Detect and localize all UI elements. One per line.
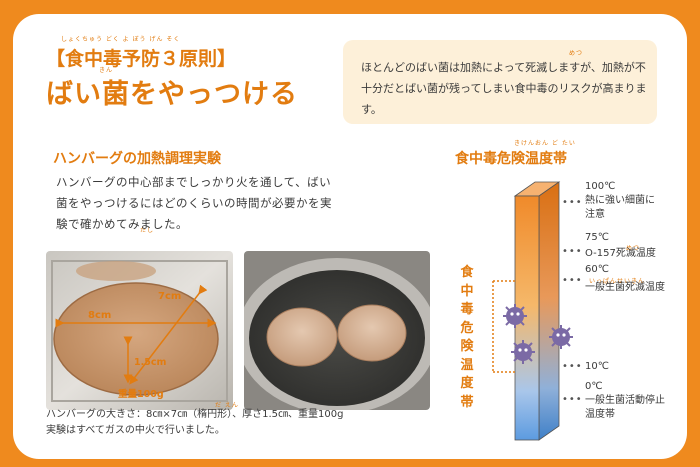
temp-10: 10℃ (585, 361, 609, 372)
caption-line-1: ハンバーグの大きさ：8㎝×7㎝（楕円形）、厚さ1.5㎝、重量100g (46, 409, 344, 420)
title-ruby: しょくちゅう どく よ ぼう げん そく (61, 36, 181, 43)
experiment-body: ハンバーグの中心部までしっかり火を通して、ばい菌をやっつけるにはどのくらいの時間… (56, 175, 332, 231)
temp-0: 0℃ (585, 381, 603, 392)
label-width: 8cm (88, 310, 111, 321)
temp-60-desc: 一般生菌死滅温度 (585, 282, 665, 293)
temp-75-desc: O-157死滅温度 (585, 248, 656, 259)
temp-100-desc-2: 注意 (585, 209, 605, 220)
page-subtitle: 【食中毒予防３原則】 (46, 48, 237, 70)
temp-100: 100℃ (585, 181, 616, 192)
dots-10: ••• (562, 361, 583, 372)
germ-icon (549, 325, 573, 349)
thermometer-bar (492, 181, 573, 441)
label-depth: 7cm (158, 291, 181, 302)
pan-illustration (244, 251, 430, 410)
label-thickness: 1.5cm (134, 357, 166, 368)
content-panel: しょくちゅう どく よ ぼう げん そく 【食中毒予防３原則】 きん ばい菌をや… (13, 14, 687, 459)
pan-photo (244, 251, 430, 410)
intro-note: めつ ほとんどのばい菌は加熱によって死滅しますが、加熱が不十分だとばい菌が残って… (343, 40, 657, 124)
experiment-ruby: たし (140, 227, 155, 234)
temp-75: 75℃ (585, 232, 609, 243)
temperature-heading: 食中毒危険温度帯 (455, 151, 567, 167)
germ-icon (511, 340, 535, 364)
temp-75-ruby: めつ (626, 245, 641, 252)
label-weight: 重量100g (118, 388, 164, 400)
dots-0: ••• (562, 394, 583, 405)
temp-heading-ruby: きけんおん ど たい (514, 140, 576, 147)
dots-60: ••• (562, 275, 583, 286)
germ-icon (503, 304, 527, 328)
page-title: ばい菌をやっつける (46, 79, 298, 110)
danger-zone-vertical-label: 食中毒危険温度帯 (460, 265, 474, 410)
temp-0-desc-2: 温度帯 (585, 409, 615, 420)
intro-ruby: めつ (569, 50, 584, 57)
dots-75: ••• (562, 246, 583, 257)
temp-60-ruby: いっぱんせいきん (589, 278, 646, 285)
temp-100-desc-1: 熱に強い細菌に (585, 195, 655, 206)
dots-100: ••• (562, 197, 583, 208)
caption-ruby: だ えん (215, 402, 239, 409)
temp-0-desc-1: 一般生菌活動停止 (585, 395, 665, 406)
experiment-heading: ハンバーグの加熱調理実験 (53, 151, 221, 167)
photo-caption: ハンバーグの大きさ：8㎝×7㎝（楕円形）、厚さ1.5㎝、重量100g 実験はすべ… (46, 407, 406, 439)
title-ruby-2: きん (99, 67, 114, 74)
temp-60: 60℃ (585, 264, 609, 275)
intro-text: ほとんどのばい菌は加熱によって死滅しますが、加熱が不十分だとばい菌が残ってしまい… (361, 61, 647, 116)
patty-measure-photo: 8cm 7cm 1.5cm 重量100g (46, 251, 233, 410)
caption-line-2: 実験はすべてガスの中火で行いました。 (46, 425, 225, 436)
patty-measure-illustration: 8cm 7cm 1.5cm 重量100g (46, 251, 233, 410)
